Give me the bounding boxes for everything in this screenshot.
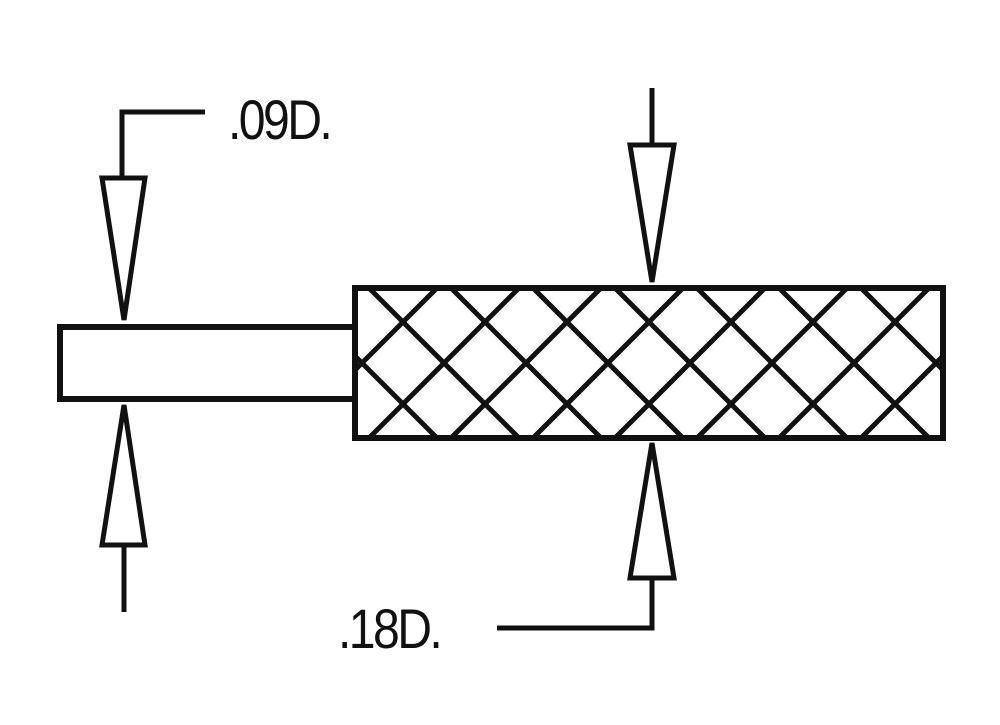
arrow-down-09d: [99, 175, 148, 321]
leader-line-09d: [119, 109, 205, 178]
braided-shield: [352, 285, 946, 441]
braid-strand: [859, 352, 943, 438]
braid-strand: [941, 288, 943, 292]
inner-conductor: [57, 324, 361, 402]
arrow-down-18d: [627, 142, 677, 283]
braid-strand: [613, 288, 767, 438]
braid-strand: [367, 288, 521, 438]
braid-strand: [531, 288, 685, 438]
dimension-label-inner: .09D.: [228, 88, 333, 151]
braid-strand: [941, 434, 943, 438]
braid-strand: [355, 288, 439, 374]
braid-strand: [777, 288, 931, 438]
dimension-label-outer: .18D.: [338, 597, 443, 660]
leader-line-18d: [497, 578, 655, 631]
braid-strand: [449, 288, 603, 438]
arrow-up-09d: [99, 404, 148, 548]
braid-strand: [695, 288, 849, 438]
arrow-up-18d: [627, 442, 677, 581]
